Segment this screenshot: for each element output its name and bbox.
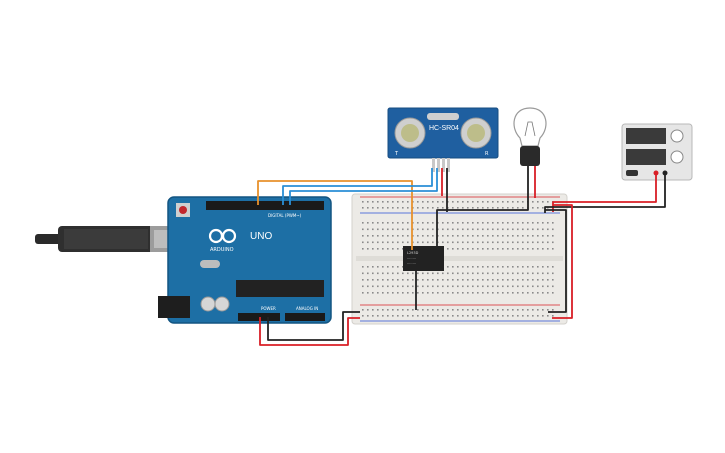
arduino-model: UNO [250, 231, 272, 242]
voltage-knob[interactable] [670, 129, 684, 143]
power-switch[interactable] [626, 170, 638, 176]
power-label: POWER [261, 306, 276, 311]
analog-header [285, 313, 325, 321]
wire-orange [257, 180, 413, 250]
arduino-brand: ARDUINO [210, 247, 234, 253]
breadboard [351, 193, 568, 325]
sensor-receiver-mark: R [485, 151, 489, 157]
breadboard-holes [362, 201, 554, 317]
wire-black-bulb [436, 166, 529, 246]
current-display [626, 149, 666, 165]
voltage-display [626, 128, 666, 144]
wire-black-gnd [267, 311, 360, 341]
arduino-logo [208, 228, 237, 244]
power-supply [621, 123, 693, 181]
ultrasonic-sensor: HC-SR04 T R [387, 107, 499, 172]
digital-label: DIGITAL (PWM~) [268, 213, 302, 218]
arduino-board: ARDUINO UNO DIGITAL (PWM~) POWER ANALOG … [158, 196, 332, 324]
sensor-transmitter-mark: T [394, 151, 399, 157]
usb-cable [35, 226, 178, 252]
wire-red-rail [552, 204, 573, 319]
sensor-label: HC-SR04 [429, 125, 459, 132]
ic-label: L293D [407, 251, 419, 255]
atmega-chip [236, 280, 324, 297]
wire-red-5v [259, 317, 360, 346]
power-header [238, 313, 280, 321]
ic-label-line3: ........ [407, 261, 416, 265]
ic-label-line2: ........ [407, 256, 416, 260]
wire-blue-trig [282, 168, 433, 205]
wire-blue-echo [289, 168, 438, 205]
sensor-pins [432, 158, 450, 172]
digital-header [206, 201, 324, 210]
wires [257, 166, 666, 346]
light-bulb [513, 107, 547, 166]
power-jack [158, 296, 190, 318]
wire-black-rail [545, 209, 567, 313]
ic-chip: L293D ........ ........ [403, 246, 444, 271]
reset-button[interactable] [179, 206, 187, 214]
analog-label: ANALOG IN [296, 306, 318, 311]
current-knob[interactable] [670, 150, 684, 164]
